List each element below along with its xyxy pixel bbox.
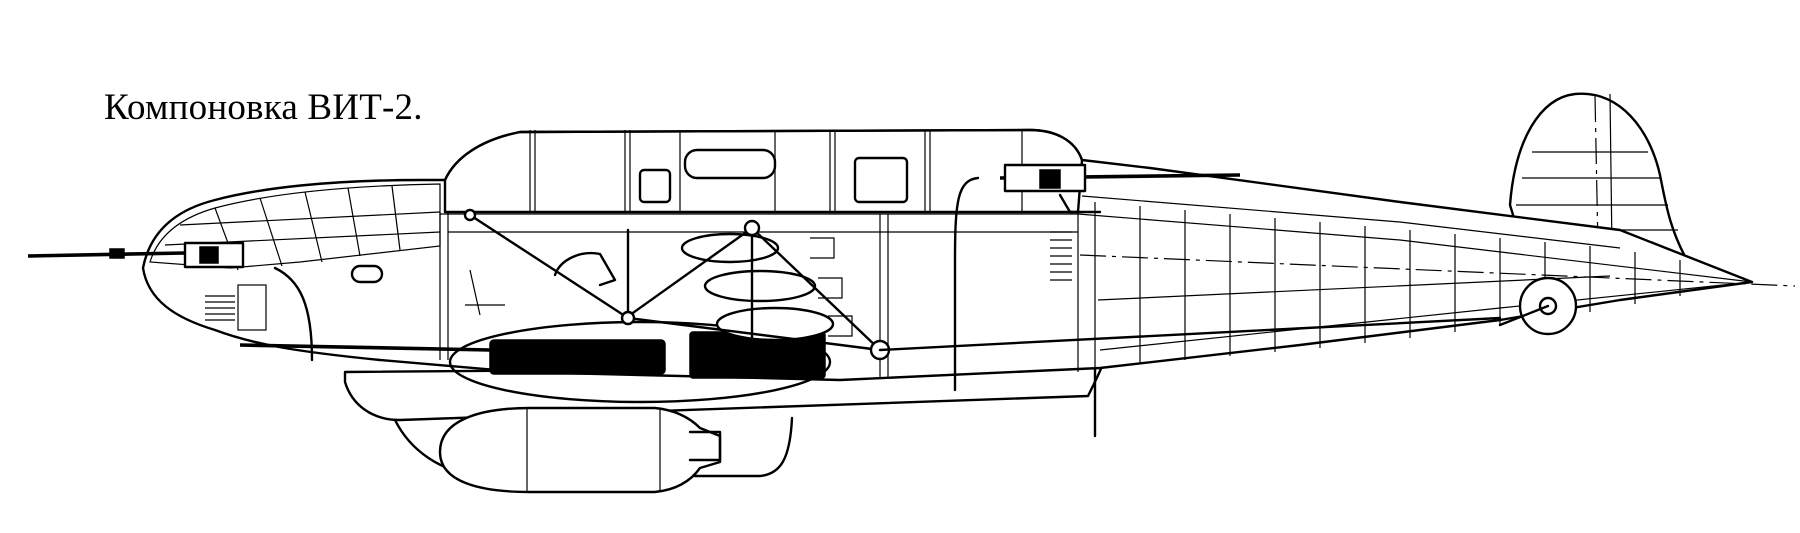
dorsal-gun-pillar bbox=[953, 176, 980, 392]
nose-porthole bbox=[350, 264, 384, 284]
control-column bbox=[465, 269, 505, 316]
external-bomb bbox=[438, 406, 722, 494]
canopy-glazing bbox=[443, 128, 1084, 214]
nose-gun-muzzle bbox=[109, 248, 125, 259]
cannon-barrel bbox=[489, 339, 666, 375]
strut-joint-2 bbox=[620, 310, 636, 326]
cannon-fairing bbox=[448, 320, 832, 404]
dorsal-gun-receiver bbox=[1039, 169, 1061, 189]
fuselage-outline bbox=[141, 128, 1754, 382]
canopy-hatch bbox=[683, 148, 777, 180]
dorsal-gun-mount bbox=[1058, 193, 1102, 214]
seat-block-rear bbox=[853, 156, 909, 204]
nose-gun-receiver bbox=[199, 246, 219, 264]
nose-gun-barrel bbox=[27, 251, 186, 258]
strut-joint-4 bbox=[463, 208, 477, 222]
tail-wheel-strut bbox=[1498, 304, 1550, 327]
bomb-internal-2 bbox=[703, 269, 817, 303]
bomb-internal-1 bbox=[680, 232, 780, 264]
bay-struts bbox=[468, 213, 882, 377]
tail-control-cable bbox=[878, 316, 1502, 352]
fuselage-datum-line bbox=[1079, 254, 1796, 287]
nose-ammo-belt bbox=[205, 295, 235, 321]
nose-glazing-frames bbox=[164, 185, 441, 271]
nose-glazing bbox=[149, 183, 441, 269]
pilot-seat bbox=[553, 251, 617, 287]
nose-ammo-box bbox=[237, 284, 267, 331]
dorsal-ammo bbox=[1050, 231, 1072, 281]
nose-bulkhead bbox=[273, 266, 314, 362]
strut-joint-1 bbox=[743, 219, 761, 237]
bomb-tail bbox=[688, 430, 722, 462]
seat-block-front bbox=[638, 168, 672, 204]
drawing-title: Компоновка ВИТ-2. bbox=[104, 87, 423, 128]
bomb-internal-3 bbox=[715, 306, 835, 342]
fin-hinge-line bbox=[1594, 95, 1599, 249]
cannon-feed bbox=[239, 343, 491, 352]
